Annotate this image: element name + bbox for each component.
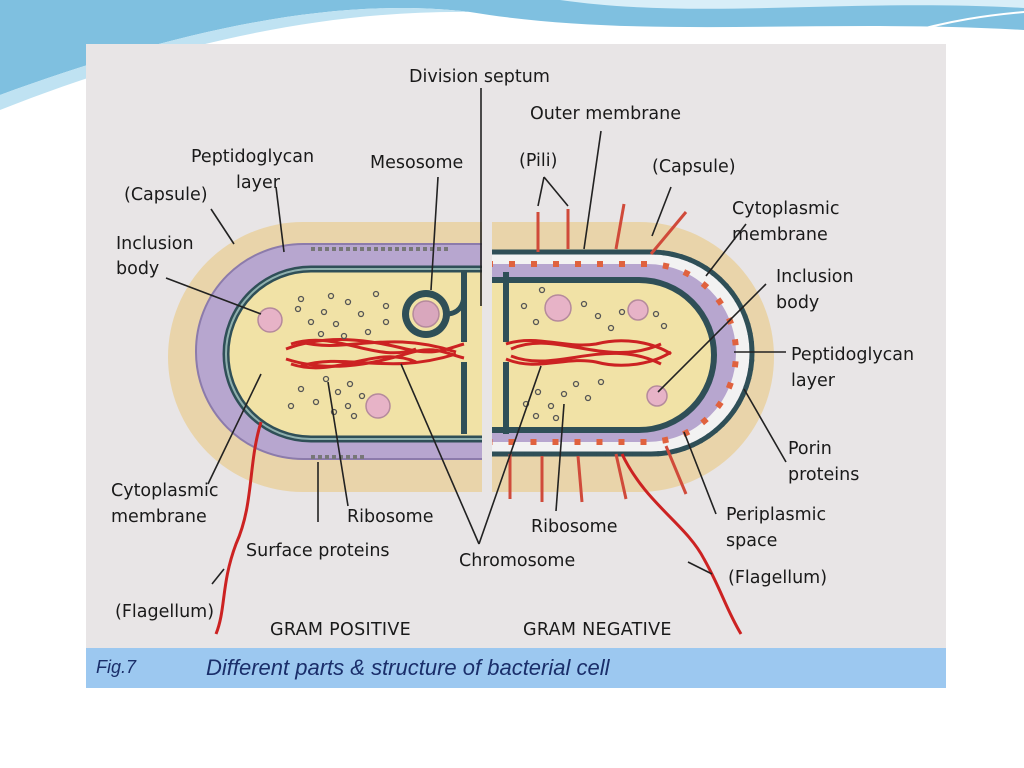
label-flagellum-left: (Flagellum)	[115, 602, 214, 622]
label-peptidoglycan-left-1: Peptidoglycan	[191, 147, 314, 167]
label-cytoplasmic-right-1: Cytoplasmic	[732, 199, 840, 219]
label-division-septum: Division septum	[409, 67, 550, 87]
label-porin-2: proteins	[788, 465, 859, 485]
label-periplasmic-1: Periplasmic	[726, 505, 826, 525]
label-ribosome-left: Ribosome	[347, 507, 433, 527]
label-surface-proteins: Surface proteins	[246, 541, 390, 561]
label-outer-membrane: Outer membrane	[530, 104, 681, 124]
figure-number: Fig.7	[96, 657, 137, 677]
label-inclusion-left-2: body	[116, 259, 159, 279]
label-peptidoglycan-right-1: Peptidoglycan	[791, 345, 914, 365]
label-inclusion-right-1: Inclusion	[776, 267, 854, 287]
label-inclusion-left-1: Inclusion	[116, 234, 194, 254]
label-gram-positive: GRAM POSITIVE	[270, 620, 411, 640]
label-porin-1: Porin	[788, 439, 832, 459]
figure-title: Different parts & structure of bacterial…	[206, 655, 610, 680]
label-periplasmic-2: space	[726, 531, 777, 551]
label-mesosome: Mesosome	[370, 153, 463, 173]
label-gram-negative: GRAM NEGATIVE	[523, 620, 672, 640]
label-capsule-left: (Capsule)	[124, 185, 208, 205]
pili	[508, 203, 688, 503]
label-cytoplasmic-right-2: membrane	[732, 225, 828, 245]
bacterial-cell-figure: Division septum Outer membrane Mesosome …	[86, 44, 946, 648]
inclusion-bodies	[257, 294, 668, 419]
label-inclusion-right-2: body	[776, 293, 819, 313]
chromosome	[285, 338, 672, 370]
ribosomes	[287, 286, 668, 422]
label-peptidoglycan-right-2: layer	[791, 371, 836, 391]
flagellum-left	[214, 421, 263, 635]
bacterial-cell-diagram: Division septum Outer membrane Mesosome …	[111, 67, 914, 640]
label-pointer-lines	[165, 88, 787, 585]
label-capsule-right: (Capsule)	[652, 157, 736, 177]
label-cytoplasmic-left-1: Cytoplasmic	[111, 481, 219, 501]
label-pili: (Pili)	[519, 151, 557, 171]
flagellum-right	[620, 453, 743, 635]
surface-proteins	[311, 247, 448, 459]
mesosome	[402, 290, 467, 338]
label-flagellum-right: (Flagellum)	[728, 568, 827, 588]
diagram-labels: Division septum Outer membrane Mesosome …	[111, 67, 914, 640]
slide-header-decoration	[0, 0, 1024, 110]
label-cytoplasmic-left-2: membrane	[111, 507, 207, 527]
label-peptidoglycan-left-2: layer	[236, 173, 281, 193]
label-chromosome: Chromosome	[459, 551, 575, 571]
figure-caption-bar: Fig.7 Different parts & structure of bac…	[86, 648, 946, 688]
label-ribosome-right: Ribosome	[531, 517, 617, 537]
